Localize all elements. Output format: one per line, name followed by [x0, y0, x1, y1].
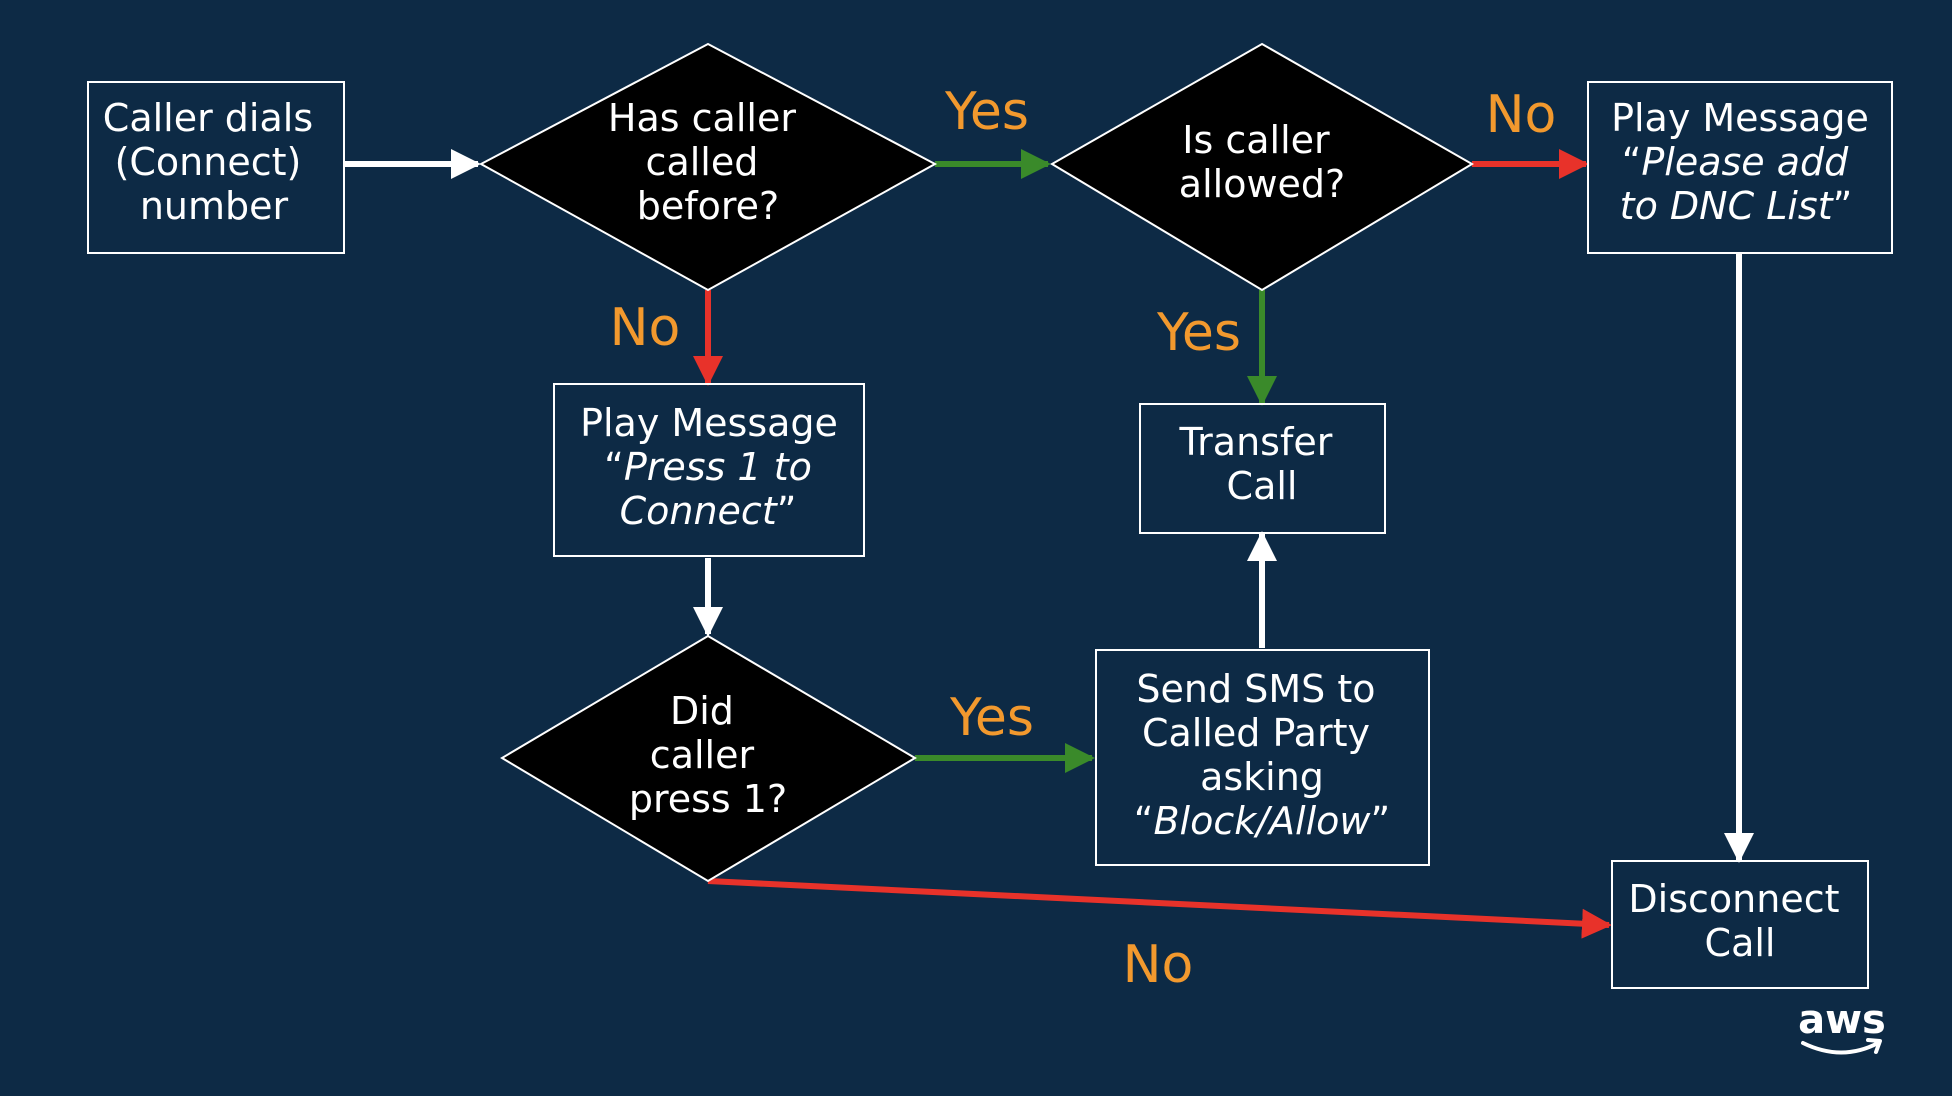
- edge-label-no: No: [1123, 935, 1194, 995]
- node-text-line: Is caller: [1182, 118, 1330, 162]
- quote-mark: “: [1134, 799, 1154, 843]
- node-text-line: Call: [1705, 921, 1776, 965]
- decision-is-allowed: Is caller allowed?: [1050, 42, 1474, 292]
- node-caller-dials: Caller dials (Connect) number: [87, 81, 345, 254]
- node-send-sms: Send SMS to Called Party asking “Block/A…: [1095, 649, 1430, 866]
- node-transfer-call: Transfer Call: [1139, 403, 1386, 534]
- node-text-italic: Please add: [1641, 140, 1849, 184]
- svg-text:Has caller called: Has caller called before?: [608, 96, 808, 228]
- decision-has-called-before: Has caller called before?: [478, 42, 938, 292]
- node-text-line: number: [140, 184, 289, 228]
- svg-text:Transfer Call: Transfer Call: [1179, 420, 1345, 508]
- node-text-line: Transfer: [1179, 420, 1333, 464]
- svg-text:Connect”: Connect”: [620, 489, 797, 533]
- quote-mark: ”: [777, 489, 797, 533]
- node-text-line: Disconnect: [1628, 877, 1839, 921]
- node-text-line: called: [646, 140, 759, 184]
- edge-label-yes: Yes: [944, 82, 1029, 142]
- quote-mark: “: [1622, 140, 1642, 184]
- node-text-line: Called Party: [1142, 711, 1370, 755]
- node-text-italic: Press 1 to: [624, 445, 812, 489]
- node-text-line: (Connect): [115, 140, 302, 184]
- node-text-line: Did: [670, 689, 734, 733]
- quote-mark: “: [604, 445, 624, 489]
- svg-text:Play Message: Play Message: [580, 401, 838, 445]
- svg-text:Is caller allowed?: Is caller allowed?: [1179, 118, 1345, 206]
- quote-mark: ”: [1371, 799, 1391, 843]
- quote-mark: ”: [1833, 184, 1853, 228]
- edge-label-yes: Yes: [949, 688, 1034, 748]
- node-text-line: Send SMS to: [1136, 667, 1375, 711]
- node-text-line: asking: [1200, 755, 1324, 799]
- arrow-no-to-disconnect: [707, 878, 1612, 939]
- aws-smile-arrow-icon: [1866, 1038, 1882, 1054]
- svg-text:“Block/Allow”: “Block/Allow”: [1134, 799, 1390, 843]
- node-play-message-press1: Play Message “Press 1 to Connect”: [553, 383, 865, 557]
- node-text-line: press 1?: [629, 777, 787, 821]
- svg-text:“Please add: “Please add: [1622, 140, 1849, 184]
- node-disconnect-call: Disconnect Call: [1611, 860, 1869, 989]
- svg-text:Did caller press 1: Did caller press 1?: [629, 689, 787, 821]
- decision-did-press1: Did caller press 1?: [500, 634, 917, 883]
- aws-smile-icon: [1801, 1041, 1880, 1055]
- edge-label-no: No: [1486, 85, 1557, 145]
- node-text-line: before?: [637, 184, 779, 228]
- node-text-italic: Block/Allow: [1153, 799, 1371, 843]
- aws-logo-text: aws: [1798, 997, 1886, 1043]
- node-text-italic: Connect: [620, 489, 779, 533]
- node-text-line: Has caller: [608, 96, 796, 140]
- svg-text:to DNC List”: to DNC List”: [1620, 184, 1853, 228]
- node-text-line: Caller dials: [103, 96, 313, 140]
- aws-logo: aws: [1798, 997, 1886, 1055]
- svg-text:Play Message: Play Message: [1611, 96, 1869, 140]
- edge-label-yes: Yes: [1156, 303, 1241, 363]
- edge-label-no: No: [610, 298, 681, 358]
- node-text-line: Play Message: [1611, 96, 1869, 140]
- svg-text:“Press 1 to: “Press 1 to: [604, 445, 812, 489]
- node-text-italic: to DNC List: [1620, 184, 1835, 228]
- node-text-line: allowed?: [1179, 162, 1345, 206]
- node-text-line: caller: [650, 733, 755, 777]
- svg-text:Disconnect Call: Disconnect Call: [1628, 877, 1851, 965]
- node-text-line: Play Message: [580, 401, 838, 445]
- svg-text:Send SMS to Called Party: Send SMS to Called Party asking: [1136, 667, 1387, 799]
- svg-text:Caller dials (Connect): Caller dials (Connect) number: [103, 96, 325, 228]
- node-text-line: Call: [1227, 464, 1298, 508]
- node-play-message-dnc: Play Message “Please add to DNC List”: [1587, 81, 1893, 254]
